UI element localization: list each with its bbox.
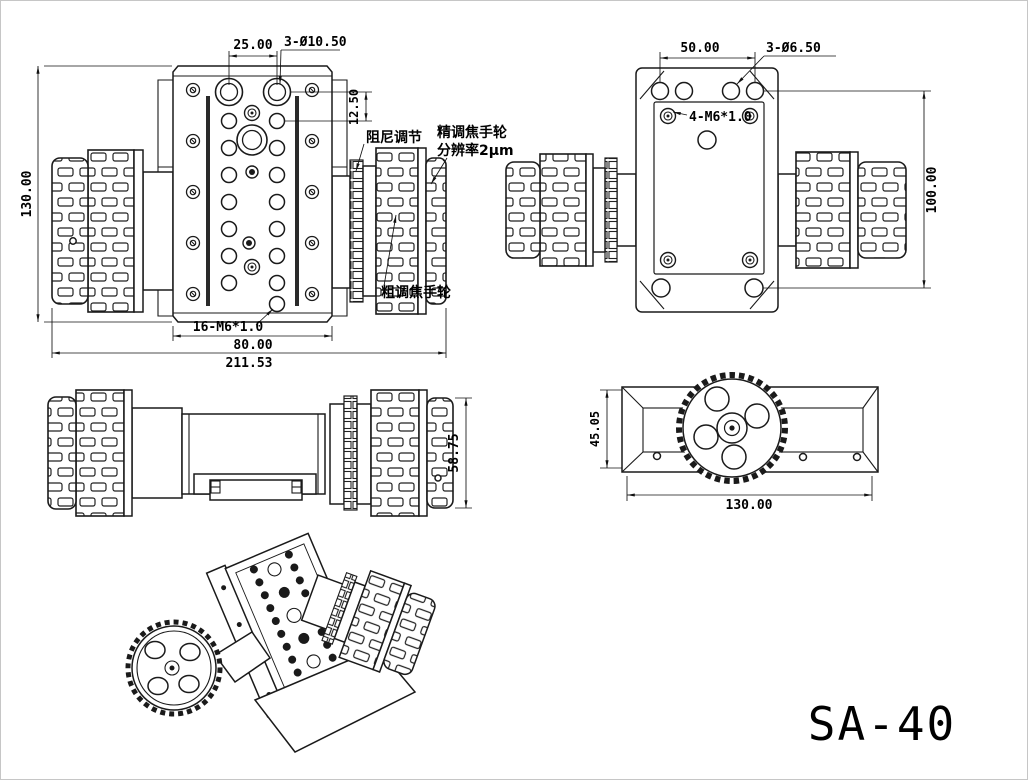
dim-top-hole-spacing: 25.00 xyxy=(233,38,272,53)
label-damping-adjust: 阻尼调节 xyxy=(366,129,422,146)
front-view: 25.00 3-Ø10.50 12.50 130.00 16-M6*1.0 80… xyxy=(20,35,514,371)
top-dimensions: 45.05 130.00 xyxy=(588,389,873,513)
dim-rear-hole-spacing: 50.00 xyxy=(680,41,719,56)
front-right-handwheel xyxy=(331,147,447,315)
label-fine-focus-resolution: 分辨率2μm xyxy=(437,142,514,159)
front-dimensions: 25.00 3-Ø10.50 12.50 130.00 16-M6*1.0 80… xyxy=(20,35,447,371)
callout-rear-thread-holes: 4-M6*1.0 xyxy=(689,110,752,125)
model-label: SA-40 xyxy=(808,697,956,751)
rear-left-handwheel xyxy=(505,153,637,267)
callout-rear-top-holes: 3-Ø6.50 xyxy=(766,41,821,56)
iso-left-wheel xyxy=(125,619,223,717)
iso-right-wheel xyxy=(300,569,436,676)
front-labels: 阻尼调节 精调焦手轮 分辨率2μm 粗调焦手轮 xyxy=(355,124,514,301)
callout-top-holes: 3-Ø10.50 xyxy=(284,35,347,50)
dim-plate-width: 80.00 xyxy=(233,338,272,353)
side-right-handwheel xyxy=(329,389,454,517)
label-coarse-focus-wheel: 粗调焦手轮 xyxy=(381,284,451,301)
rear-dimensions: 50.00 3-Ø6.50 4-M6*1.0 100.00 xyxy=(659,41,940,289)
damping-gear-ring xyxy=(349,159,364,303)
side-view: 58.75 xyxy=(47,389,472,517)
side-dimensions: 58.75 xyxy=(447,397,472,509)
dim-hole-row-offset: 12.50 xyxy=(347,89,361,125)
front-left-handwheel xyxy=(51,149,174,313)
dim-rear-mount-height: 100.00 xyxy=(925,166,940,213)
label-fine-focus-wheel: 精调焦手轮 xyxy=(437,124,507,141)
isometric-view xyxy=(125,532,436,753)
top-handwheel xyxy=(676,372,788,484)
dim-top-width: 130.00 xyxy=(726,498,773,513)
bottom-rail xyxy=(193,473,317,501)
coarse-focus-wheel xyxy=(375,147,419,315)
dim-side-height: 58.75 xyxy=(447,433,462,472)
rear-holes xyxy=(650,81,765,298)
rear-view: 50.00 3-Ø6.50 4-M6*1.0 100.00 xyxy=(505,41,940,313)
top-view: 45.05 130.00 xyxy=(588,372,879,513)
fine-focus-wheel xyxy=(425,157,447,305)
dim-overall-height: 130.00 xyxy=(20,170,35,217)
dim-overall-width: 211.53 xyxy=(226,356,273,371)
callout-thread-holes: 16-M6*1.0 xyxy=(193,320,264,335)
rear-right-handwheel xyxy=(777,151,907,269)
dim-top-height: 45.05 xyxy=(588,411,602,447)
